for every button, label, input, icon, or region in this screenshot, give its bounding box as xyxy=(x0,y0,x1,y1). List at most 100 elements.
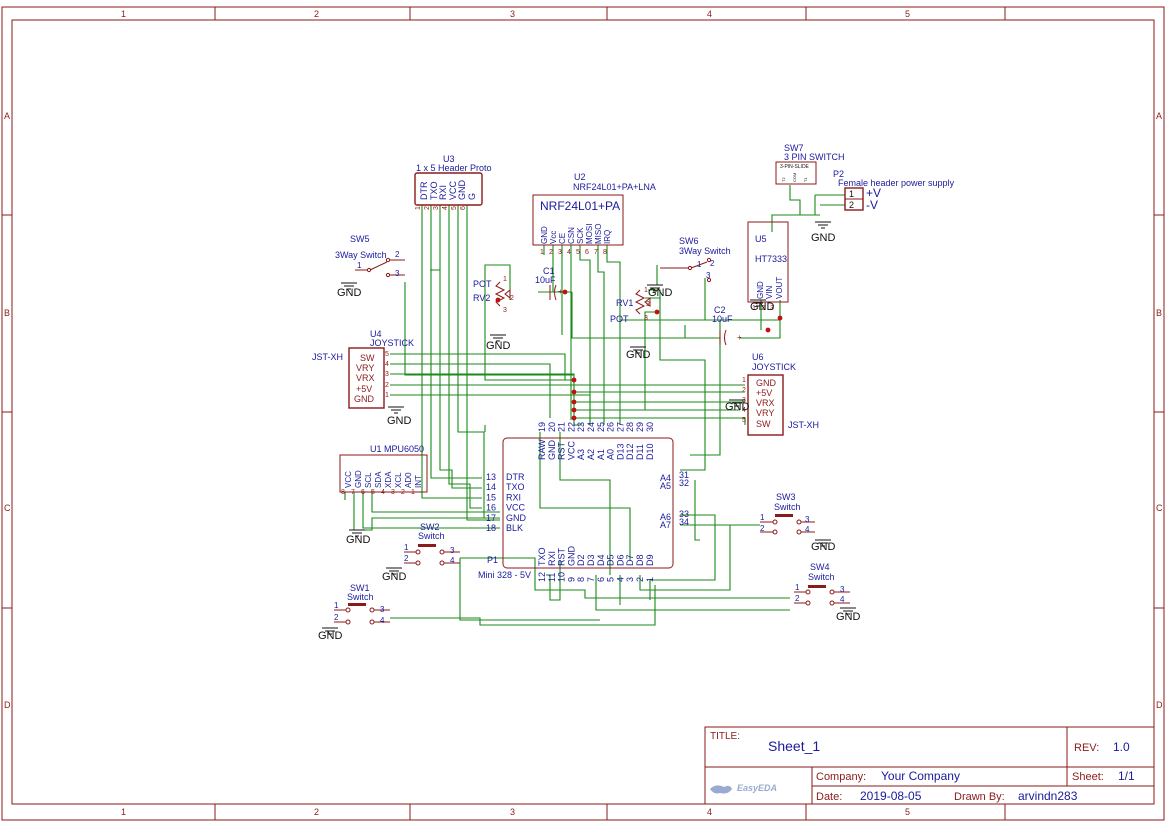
u4-pin-label: SW xyxy=(360,353,375,363)
u6-joystick[interactable]: U6 JOYSTICK JST-XH GND +5V VRX VRY SW 1 … xyxy=(742,352,819,436)
u3-pin-num: 4 xyxy=(442,206,449,210)
p1-right-pin-label: A7 xyxy=(660,520,671,530)
sw1-name: Switch xyxy=(347,592,374,602)
row-label: B xyxy=(4,308,10,318)
p1-top-pin-label: D12 xyxy=(625,443,635,460)
wire-junction xyxy=(571,377,577,383)
c1-capacitor[interactable]: C1 10uF + xyxy=(535,266,563,301)
p1-bottom-pin-num: 4 xyxy=(615,577,625,582)
u6-pin-num: 4 xyxy=(742,407,746,414)
net-wires xyxy=(344,185,845,626)
u1-pin-num: 4 xyxy=(381,489,385,496)
sw2-pin: 1 xyxy=(404,543,409,552)
gnd-symbol: GND xyxy=(647,284,673,299)
rev-label: REV: xyxy=(1074,742,1099,754)
sw3-pushbutton[interactable]: SW3 Switch 1 2 3 4 xyxy=(760,492,815,535)
sw3-pin: 1 xyxy=(760,513,765,522)
u2-pin-label: CSN xyxy=(567,227,576,244)
rv1-pin: 3 xyxy=(644,315,648,322)
gnd-symbol: GND xyxy=(346,529,371,546)
rv2-potentiometer[interactable]: POT RV2 1 2 3 xyxy=(473,276,514,314)
rv1-pin: 2 xyxy=(646,301,650,308)
u5-name: HT7333 xyxy=(755,254,787,264)
p1-top-pin-label: D10 xyxy=(645,443,655,460)
sw1-pin: 4 xyxy=(380,616,385,625)
c2-capacitor[interactable]: C2 10uF + xyxy=(712,305,742,346)
u4-joystick[interactable]: U4 JOYSTICK JST-XH SW VRY VRX +5V GND 5 … xyxy=(312,329,414,409)
u2-pin-num: 8 xyxy=(603,249,607,256)
p1-top-pin-label: RAW xyxy=(537,439,547,460)
col-label: 4 xyxy=(707,807,712,817)
sw2-pin: 4 xyxy=(450,556,455,565)
sw6-3way-switch[interactable]: SW6 3Way Switch 1 2 3 xyxy=(660,236,731,283)
sw5-ref: SW5 xyxy=(350,234,370,244)
p1-bottom-pin-num: 7 xyxy=(586,577,596,582)
title-label: TITLE: xyxy=(710,731,740,742)
col-label: 2 xyxy=(314,9,319,19)
p1-top-pin-num: 26 xyxy=(606,422,616,432)
p1-left-pin-label: RXI xyxy=(506,492,521,502)
p1-bottom-pin-num: 3 xyxy=(625,577,635,582)
gnd-symbol: GND xyxy=(486,334,511,352)
sheet-value: 1/1 xyxy=(1118,769,1135,783)
p1-top-pin-label: A3 xyxy=(576,449,586,460)
gnd-symbol: GND xyxy=(725,399,750,413)
u2-pin-label: CE xyxy=(558,233,567,244)
sheet-frame: 1 2 3 4 5 1 2 3 4 5 A B C D A B C D xyxy=(1,6,1165,821)
gnd-symbol: GND xyxy=(337,282,362,299)
sw5-name: 3Way Switch xyxy=(335,250,387,260)
c2-value: 10uF xyxy=(712,314,733,324)
sw5-3way-switch[interactable]: SW5 3Way Switch 1 2 3 xyxy=(335,234,405,278)
u2-label: NRF24L01+PA xyxy=(540,199,620,213)
p1-bottom-pin-num: 12 xyxy=(537,572,547,582)
p1-left-pin-label: TXO xyxy=(506,482,525,492)
p1-name: Mini 328 - 5V xyxy=(478,570,531,580)
p1-bottom-pin-label: RXI xyxy=(547,551,557,566)
sw2-pushbutton[interactable]: SW2 Switch 1 2 3 4 xyxy=(404,522,460,566)
rv1-potentiometer[interactable]: RV1 POT 1 2 3 xyxy=(610,287,651,324)
u1-pin-num: 2 xyxy=(401,489,405,496)
p2-ref: P2 xyxy=(833,169,844,179)
u6-conn: JST-XH xyxy=(788,420,819,430)
p1-bottom-pin-num: 9 xyxy=(566,577,576,582)
p1-top-pin-label: A0 xyxy=(606,449,616,460)
sw6-pin: 1 xyxy=(697,260,702,269)
u1-pin-num: 6 xyxy=(361,489,365,496)
p1-left-pin-num: 17 xyxy=(486,513,496,523)
wire-junction xyxy=(777,315,783,321)
u6-ref: U6 xyxy=(752,352,764,362)
u3-header[interactable]: U3 1 x 5 Header Proto DTR TXO RXI VCC GN… xyxy=(414,154,492,210)
p2-pin-num: 1 xyxy=(849,189,854,199)
p1-top-pin-label: A2 xyxy=(586,449,596,460)
u5-ht7333-regulator[interactable]: U5 HT7333 GND VIN VOUT 1 2 3 xyxy=(747,221,789,312)
sw2-ref: SW2 xyxy=(420,522,440,532)
p2-power-header[interactable]: P2 Female header power supply 1 2 +V -V xyxy=(833,169,955,212)
sw7-pin: COM xyxy=(792,173,797,182)
sheet-label: Sheet: xyxy=(1072,771,1104,783)
p1-left-pin-num: 14 xyxy=(486,482,496,492)
rv1-pin: 1 xyxy=(644,287,648,294)
p2-pin-num: 2 xyxy=(849,200,854,210)
c1-value: 10uF xyxy=(535,275,556,285)
p1-top-pin-num: 29 xyxy=(635,422,645,432)
sw7-slide-switch[interactable]: SW7 3 PIN SWITCH 3-PIN-SLIDE T2 COM T1 xyxy=(775,143,845,185)
u2-nrf-module[interactable]: U2 NRF24L01+PA+LNA NRF24L01+PA GND Vcc C… xyxy=(532,172,656,256)
u1-pin-num: 7 xyxy=(351,489,355,496)
p1-bottom-pin-label: TXO xyxy=(537,547,547,566)
p1-bottom-pin-label: RST xyxy=(557,547,567,566)
sw1-pushbutton[interactable]: SW1 Switch 1 2 3 4 xyxy=(334,583,390,625)
wire-junction xyxy=(571,399,577,405)
u5-pin-label: VIN xyxy=(765,285,774,299)
p1-left-pin-label: BLK xyxy=(506,523,523,533)
u4-pin-label: GND xyxy=(354,394,375,404)
u3-pin-label: GND xyxy=(457,180,467,201)
u3-pin-num: 3 xyxy=(433,206,440,210)
wire-junction xyxy=(495,297,501,303)
p1-bottom-pin-label: GND xyxy=(566,546,576,567)
rv1-ref: RV1 xyxy=(616,298,633,308)
u1-pin-label: XDA xyxy=(384,471,393,488)
sw4-pushbutton[interactable]: SW4 Switch 1 2 3 4 xyxy=(794,562,850,606)
u1-mpu6050[interactable]: U1 MPU6050 VCC GND SCL SDA XDA XCL AD0 I… xyxy=(339,444,428,496)
col-label: 2 xyxy=(314,807,319,817)
